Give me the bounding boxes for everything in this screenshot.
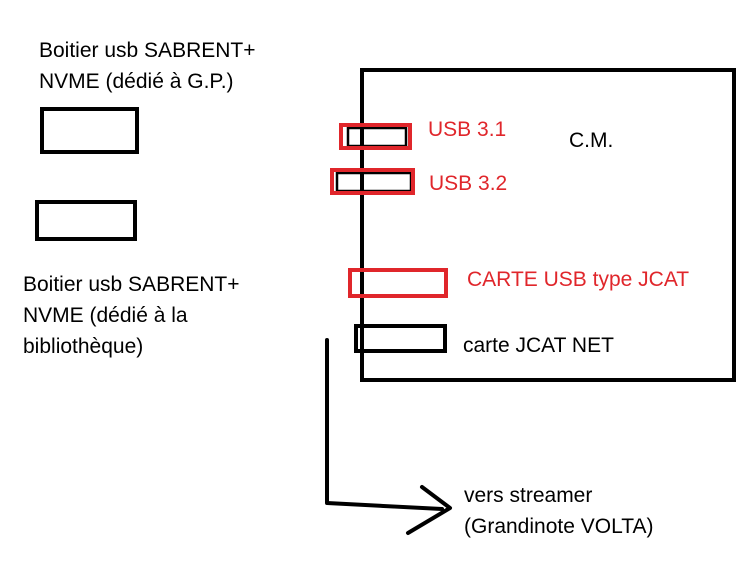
streamer-label-line2: (Grandinote VOLTA) (464, 515, 654, 538)
motherboard-box (360, 68, 736, 382)
usb32-port-highlight (330, 168, 415, 195)
streamer-label-line1: vers streamer (464, 484, 593, 507)
enclosure-library-box (35, 200, 137, 241)
streamer-arrow-line (325, 338, 444, 511)
enclosure-gp-label: Boitier usb SABRENT+ NVME (dédié à G.P.) (39, 35, 256, 97)
enclosure-library-label-line2: NVME (dédié à la (23, 304, 188, 327)
jcat-net-card-box (354, 324, 447, 353)
enclosure-library-label: Boitier usb SABRENT+ NVME (dédié à la bi… (23, 269, 240, 362)
jcat-usb-card-label: CARTE USB type JCAT (467, 268, 690, 291)
enclosure-library-label-line1: Boitier usb SABRENT+ (23, 273, 240, 296)
usb31-port-highlight (339, 123, 412, 150)
enclosure-library-label-line3: bibliothèque) (23, 335, 144, 358)
enclosure-gp-label-line2: NVME (dédié à G.P.) (39, 70, 234, 93)
jcat-net-card-label: carte JCAT NET (463, 334, 614, 357)
jcat-usb-card-highlight (348, 268, 448, 298)
usb31-port-slot (346, 126, 408, 148)
usb32-port-slot (335, 171, 413, 193)
enclosure-gp-box (40, 107, 139, 154)
motherboard-label: C.M. (569, 129, 614, 152)
enclosure-gp-label-line1: Boitier usb SABRENT+ (39, 39, 256, 62)
usb32-label: USB 3.2 (429, 172, 508, 195)
usb31-label: USB 3.1 (428, 118, 507, 141)
streamer-arrow-head (406, 485, 452, 535)
streamer-label: vers streamer (Grandinote VOLTA) (464, 480, 653, 542)
